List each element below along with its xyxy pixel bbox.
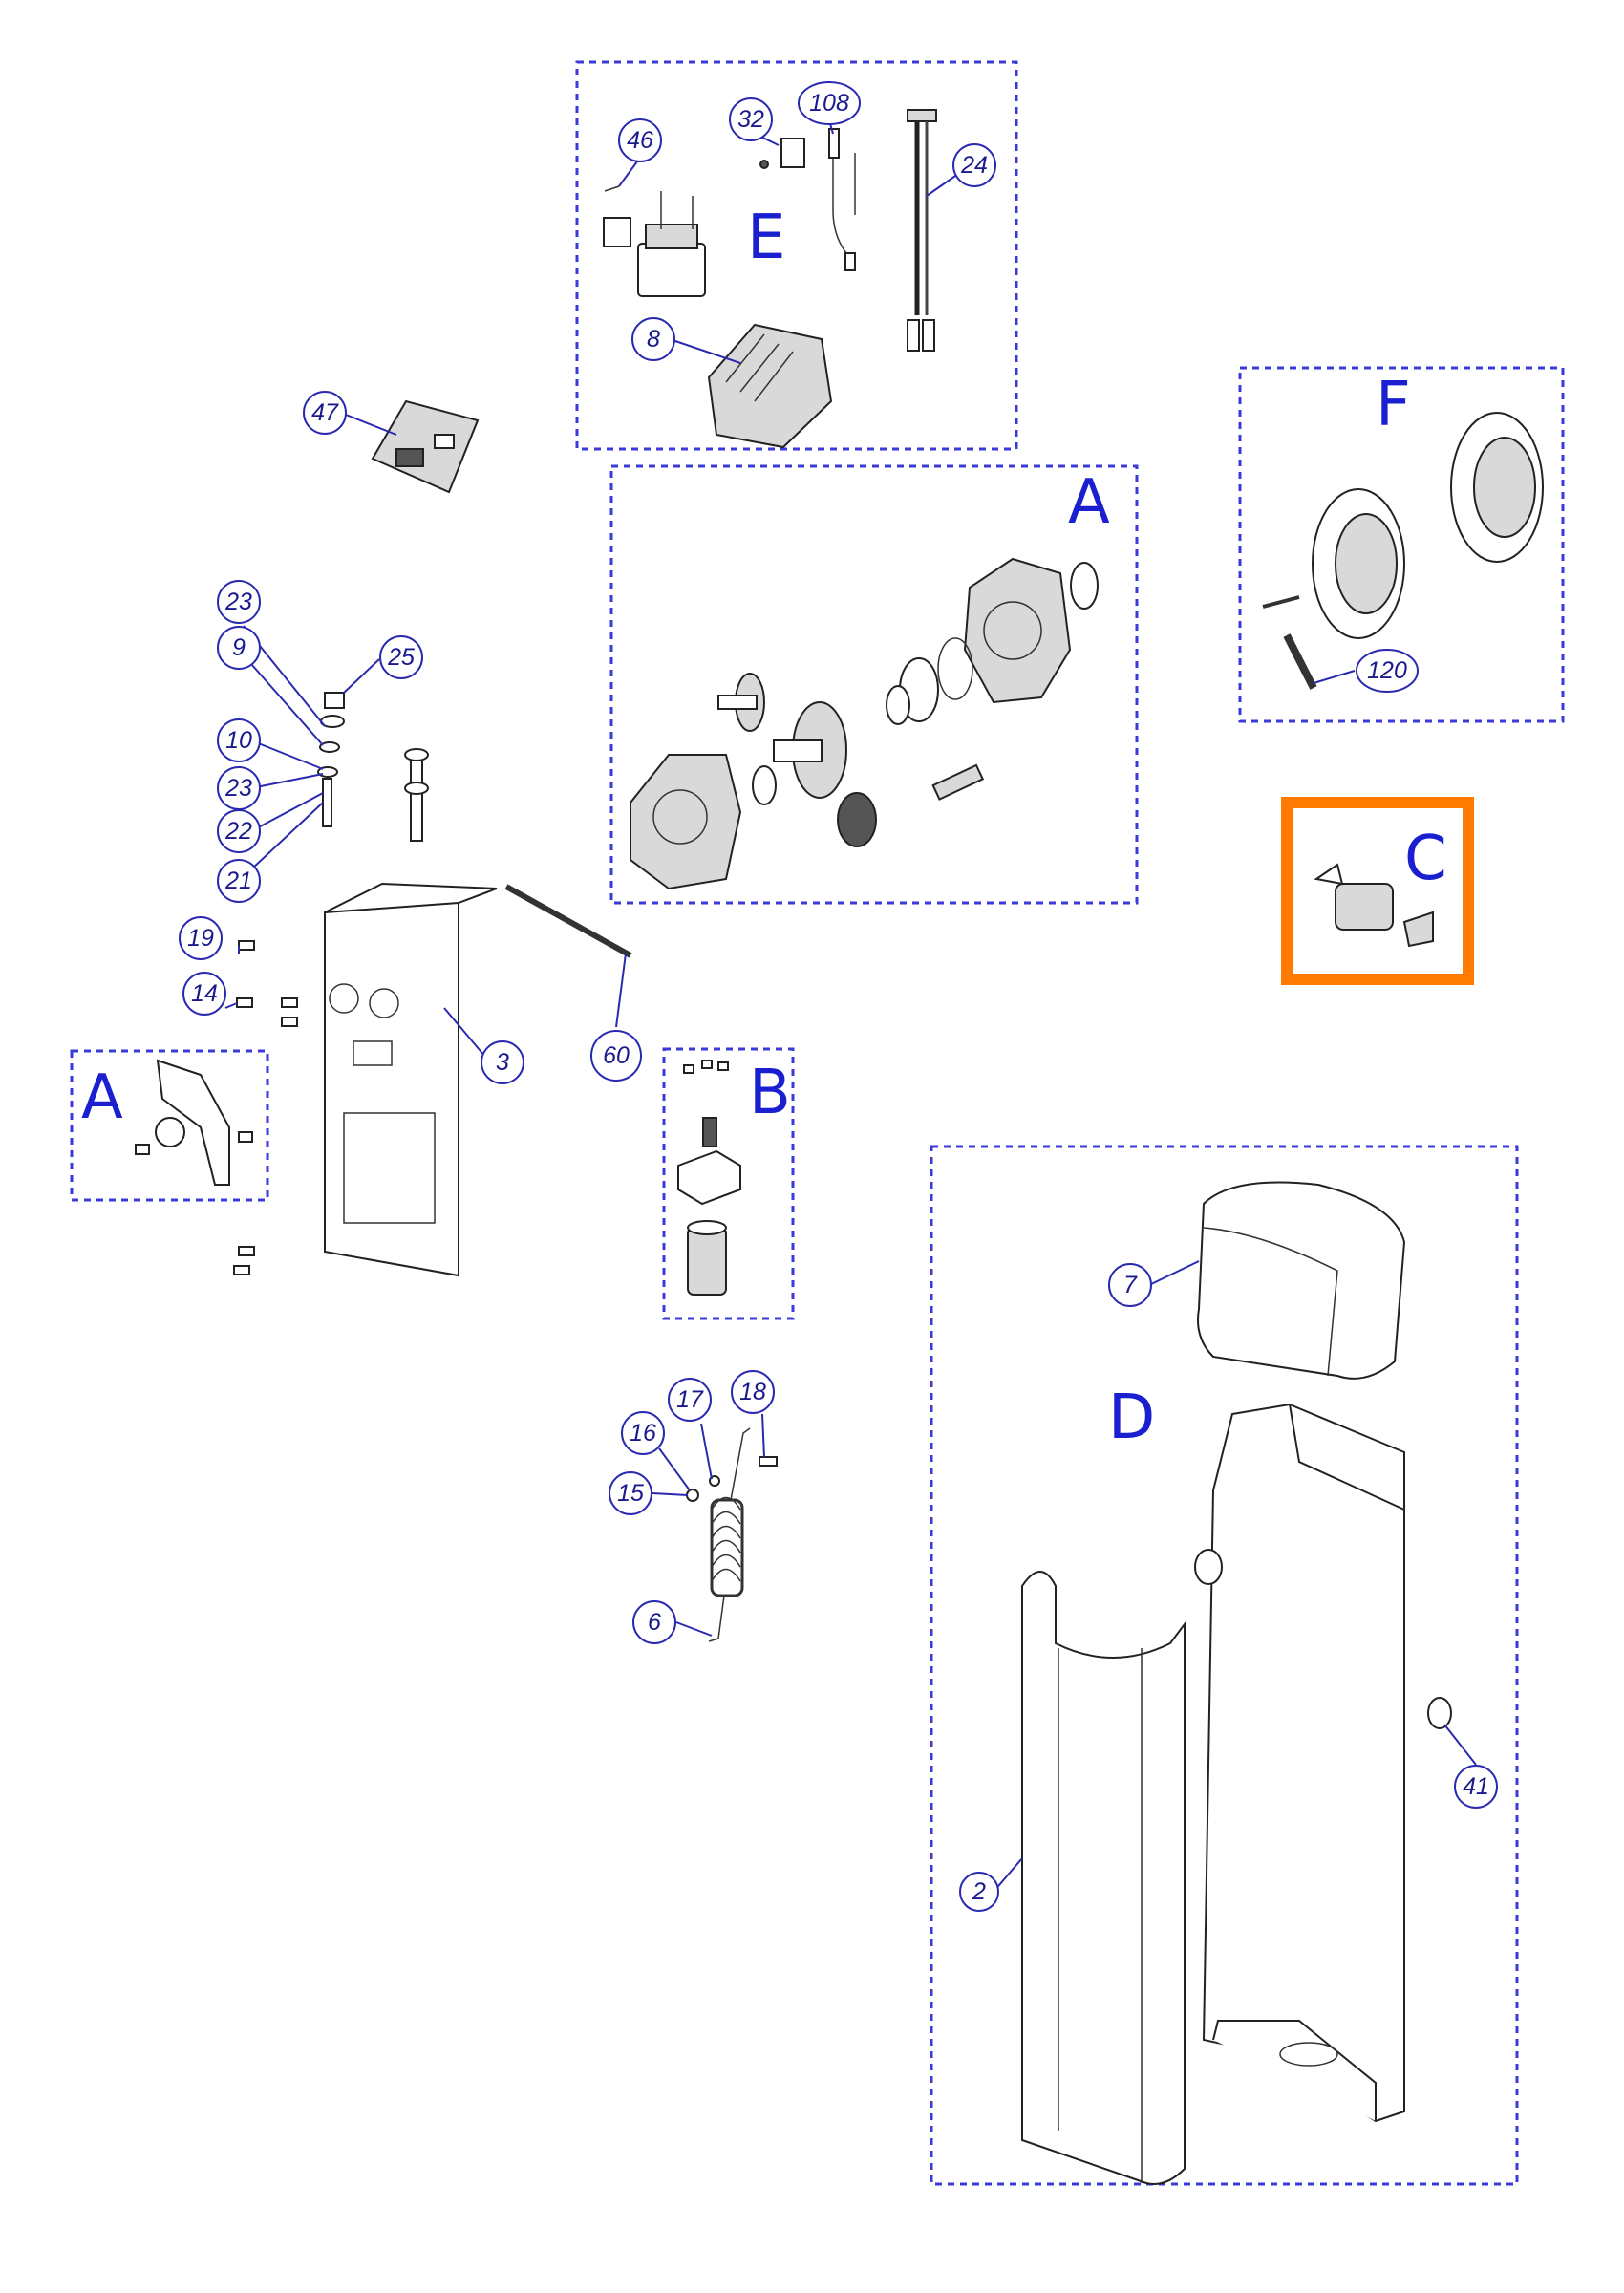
callout-32: 32 (729, 97, 773, 141)
svg-text:15: 15 (617, 1480, 644, 1507)
part-2-door-panel (1021, 1571, 1186, 2185)
part-f-drum-rear (1450, 412, 1544, 563)
callout-7: 7 (1108, 1263, 1152, 1307)
svg-text:16: 16 (630, 1420, 656, 1447)
callout-46: 46 (618, 118, 662, 162)
callout-16: 16 (621, 1411, 665, 1455)
callout-17: 17 (668, 1378, 712, 1422)
callout-24: 24 (952, 143, 996, 187)
part-column-bolts (404, 748, 429, 842)
part-bearing (886, 562, 1099, 725)
part-3-base-plate (324, 882, 498, 1277)
svg-text:47: 47 (311, 399, 339, 426)
part-41-plug (1427, 1697, 1452, 1729)
svg-text:32: 32 (737, 106, 764, 133)
svg-text:25: 25 (387, 644, 415, 671)
svg-text:14: 14 (191, 980, 218, 1007)
svg-text:2: 2 (972, 1878, 986, 1905)
group-label-c: C (1404, 824, 1447, 894)
callout-9: 9 (217, 626, 261, 670)
svg-text:60: 60 (603, 1042, 630, 1069)
group-box-c-highlight[interactable] (1281, 797, 1474, 985)
callout-22: 22 (217, 809, 261, 853)
group-label-a-top: A (1068, 467, 1110, 538)
leader-lines (224, 119, 1477, 1893)
callout-21: 21 (217, 859, 261, 903)
group-box-e (575, 60, 1018, 451)
part-46-pin (604, 185, 620, 192)
svg-text:41: 41 (1463, 1773, 1489, 1800)
svg-text:8: 8 (647, 326, 660, 353)
part-6-spring (686, 1427, 778, 1642)
svg-text:10: 10 (225, 727, 252, 754)
group-box-f (1238, 366, 1565, 723)
svg-text:24: 24 (960, 152, 988, 179)
part-cabinet-body (1194, 1403, 1405, 2123)
svg-text:21: 21 (224, 868, 252, 894)
svg-text:17: 17 (676, 1386, 704, 1413)
part-32-connector (759, 138, 805, 169)
part-gear-small (717, 673, 765, 732)
svg-text:7: 7 (1123, 1272, 1138, 1298)
part-transformer (603, 191, 706, 297)
svg-text:19: 19 (187, 925, 214, 952)
callout-3: 3 (481, 1040, 524, 1084)
svg-text:18: 18 (739, 1379, 766, 1405)
svg-text:9: 9 (232, 634, 246, 661)
callout-18: 18 (731, 1370, 775, 1414)
svg-text:108: 108 (809, 90, 849, 117)
svg-text:3: 3 (496, 1049, 509, 1076)
svg-text:120: 120 (1367, 657, 1407, 684)
part-47-control-board (371, 399, 480, 494)
callout-8: 8 (631, 317, 675, 361)
svg-text:23: 23 (224, 589, 252, 615)
part-bolts-19-14 (233, 940, 298, 1275)
group-label-f: F (1376, 370, 1411, 440)
group-box-a-left (70, 1049, 269, 1202)
callout-6: 6 (632, 1600, 676, 1644)
callout-2: 2 (959, 1872, 999, 1912)
part-gear-large (773, 701, 847, 799)
group-label-d: D (1108, 1382, 1155, 1453)
callout-14: 14 (182, 972, 226, 1016)
part-108-wire (828, 128, 856, 271)
callout-41: 41 (1454, 1765, 1498, 1809)
callout-47: 47 (303, 391, 347, 435)
svg-text:23: 23 (224, 775, 252, 802)
callout-25: 25 (379, 635, 423, 679)
group-label-b: B (749, 1058, 791, 1128)
part-24-harness (907, 109, 937, 352)
group-box-d (930, 1145, 1519, 2186)
svg-text:6: 6 (648, 1609, 661, 1636)
part-60-shaft (504, 884, 632, 958)
part-f-drum-front (1312, 488, 1405, 639)
part-fastener-stack (317, 692, 345, 827)
part-8-battery-box (707, 323, 833, 449)
group-box-b (662, 1047, 795, 1320)
callout-23-a: 23 (217, 580, 261, 624)
part-7-cover (1197, 1181, 1406, 1380)
part-worm-gear (752, 763, 985, 847)
svg-text:22: 22 (224, 818, 252, 845)
part-a-left-cam (135, 1059, 253, 1186)
callout-19: 19 (179, 916, 223, 960)
part-gearbox-housing-front (630, 754, 742, 890)
callout-10: 10 (217, 718, 261, 762)
callout-108: 108 (798, 81, 861, 125)
part-c-release-lock (1314, 863, 1434, 948)
part-gearbox-housing-rear (963, 557, 1072, 704)
part-f-pin (1262, 595, 1300, 609)
callout-60: 60 (590, 1030, 642, 1082)
part-b-motor (677, 1060, 741, 1296)
group-box-a-top (609, 464, 1139, 905)
group-label-e: E (747, 203, 785, 273)
svg-text:46: 46 (627, 127, 653, 154)
callout-15: 15 (609, 1471, 652, 1515)
callout-120: 120 (1356, 649, 1419, 693)
part-120-rod (1283, 633, 1317, 690)
callout-23-b: 23 (217, 766, 261, 810)
group-label-a-left: A (81, 1062, 123, 1133)
